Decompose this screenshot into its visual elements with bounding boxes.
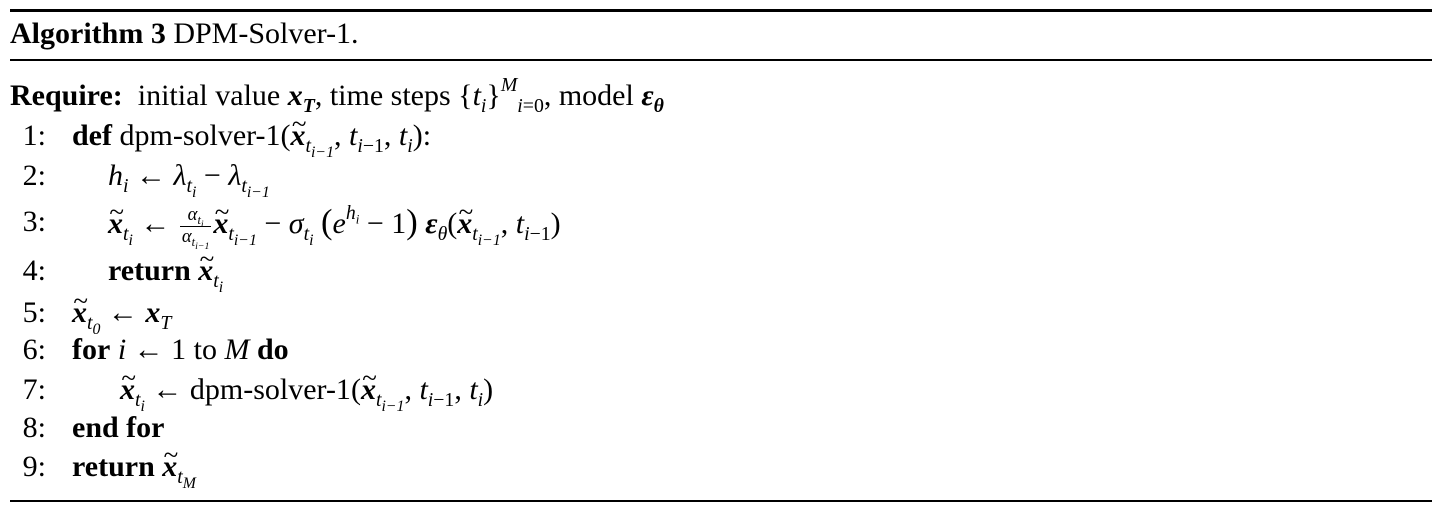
- require-label: Require:: [10, 79, 123, 112]
- require-text-initial: initial value: [137, 79, 281, 112]
- algo-line-8: end for: [72, 410, 165, 446]
- line-number: 4:: [22, 254, 46, 287]
- line-number: 3:: [22, 205, 46, 238]
- algo-line-1: def dpm-solver-1(xti−1, ti−1, ti):: [72, 106, 431, 160]
- line-number: 9:: [22, 450, 46, 483]
- kw-return: return: [72, 450, 155, 483]
- line-number: 2:: [22, 159, 46, 192]
- algorithm-label: Algorithm 3: [10, 17, 166, 50]
- algo-line-7: xti ← dpm-solver-1(xti−1, ti−1, ti): [120, 360, 493, 414]
- require-text-model: , model: [543, 79, 634, 112]
- fn-name: dpm-solver-1: [189, 373, 351, 406]
- line-number: 6:: [22, 333, 46, 366]
- algo-line-2: hi ← λti − λti−1: [108, 159, 270, 201]
- bottom-rule: [10, 500, 1432, 502]
- line-number: 8:: [22, 411, 46, 444]
- math-epsilon-theta: εθ: [641, 79, 664, 117]
- algorithm-title: DPM-Solver-1.: [173, 17, 359, 50]
- algo-line-6: for i ← 1 to M do: [72, 333, 289, 366]
- line-number: 5:: [22, 296, 46, 329]
- require-text-steps: , time steps: [314, 79, 451, 112]
- kw-def: def: [72, 119, 112, 152]
- kw-end-for: end for: [72, 411, 165, 444]
- algo-line-4: return xti: [108, 241, 223, 295]
- require-line: Require: initial value xT, time steps {t…: [10, 74, 664, 117]
- line-number: 1:: [22, 119, 46, 152]
- algo-line-5: xt0 ← xT: [72, 283, 171, 337]
- kw-do: do: [257, 333, 289, 366]
- caption-rule: [10, 59, 1432, 61]
- kw-return: return: [108, 254, 191, 287]
- algorithm-caption: Algorithm 3 DPM-Solver-1.: [10, 16, 359, 52]
- algo-line-9: return xtM: [72, 437, 196, 491]
- math-x-T: xT: [287, 79, 315, 117]
- line-number: 7:: [22, 373, 46, 406]
- top-rule: [10, 9, 1432, 12]
- fn-name: dpm-solver-1: [119, 119, 281, 152]
- math-time-steps: {ti}Mi=0: [458, 74, 544, 117]
- kw-for: for: [72, 333, 111, 366]
- kw-to: to: [193, 333, 217, 366]
